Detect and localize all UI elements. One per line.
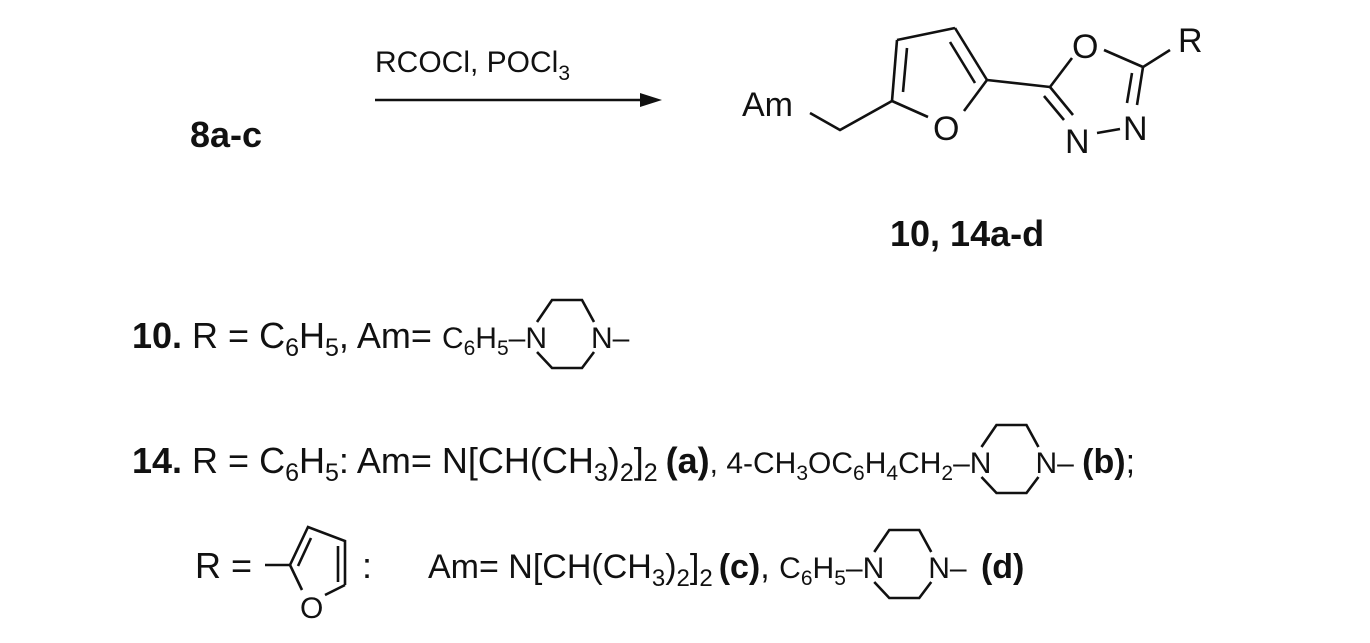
definition-14-furyl-text: Am= N[CH(CH3)2]2(c), C6H5–N [428,548,884,592]
furan-o: O [933,110,959,148]
definition-14-furyl: R = O : Am= N[CH(CH3)2]2(c), C6H5–N N– (… [195,525,1024,625]
piperazine-ring [535,298,596,370]
r-label: R [1178,22,1203,60]
reactant-label: 8a-c [190,114,262,155]
reaction-arrow [375,93,662,107]
piperazine-ring [873,528,933,600]
product-structure: Am O O R N N [742,22,1203,161]
product-label: 10, 14a-d [890,213,1044,254]
definition-14-text: 14.R = C6H5: Am= N[CH(CH3)2]2(a), 4-CH3O… [132,440,991,487]
am-label: Am [742,86,793,124]
piperazine-ring [980,423,1040,495]
n-label: N [1123,110,1148,148]
definition-14-tail: N– (b); [1035,443,1135,481]
furyl-structure: O [265,525,347,625]
n-label: N [1065,123,1090,161]
oxadiazole-o: O [1072,28,1098,66]
definition-14-furyl-tail: N– (d) [928,548,1024,586]
definition-10-text: 10.R = C6H5, Am=C6H5–N [132,315,547,362]
reagents-label: RCOCl, POCl3 [375,46,570,85]
r-equals-label: R = [195,545,252,586]
definition-10: 10.R = C6H5, Am=C6H5–N N– [132,298,630,370]
definition-14: 14.R = C6H5: Am= N[CH(CH3)2]2(a), 4-CH3O… [132,423,1135,495]
furyl-o: O [300,592,323,625]
definition-10-tail: N– [591,322,630,355]
colon: : [362,545,372,586]
